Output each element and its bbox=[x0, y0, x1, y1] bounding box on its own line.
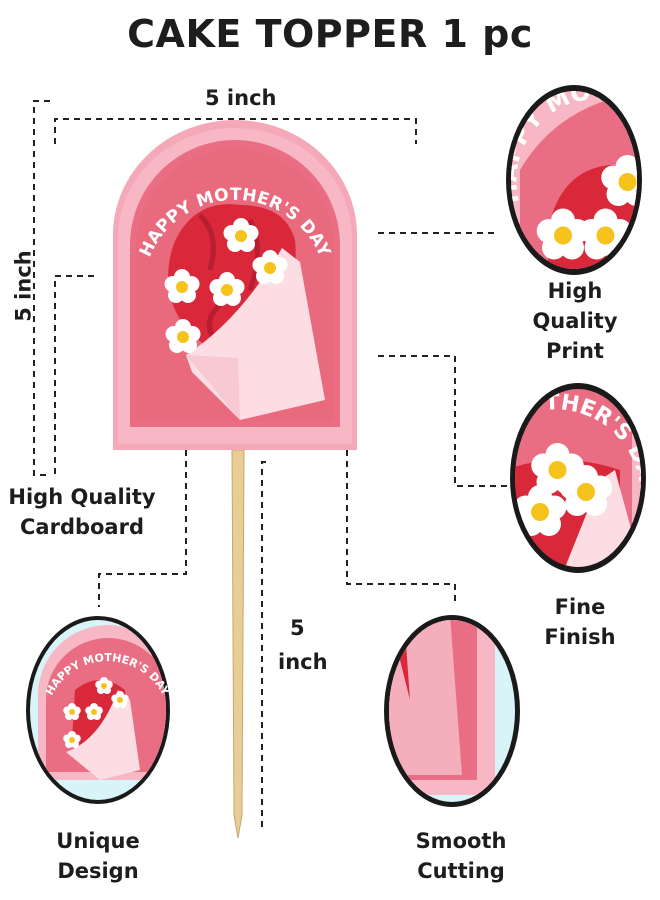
feature-cutting-label: Smooth Cutting bbox=[415, 829, 507, 883]
zoom-design bbox=[26, 616, 170, 804]
page-title: CAKE TOPPER 1 pc bbox=[127, 12, 533, 56]
topper-stick bbox=[231, 449, 245, 839]
stick-dimension-number: 5 bbox=[290, 616, 305, 640]
height-dimension-label: 5 inch bbox=[11, 250, 36, 322]
dimension-lines bbox=[33, 100, 511, 827]
topper-main bbox=[113, 120, 357, 450]
feature-print-label: High Quality Print bbox=[532, 279, 618, 363]
feature-finish-label: Fine Finish bbox=[544, 595, 616, 649]
zoom-cutting bbox=[384, 615, 520, 807]
width-dimension-label: 5 inch bbox=[205, 86, 277, 110]
zoom-print bbox=[506, 85, 642, 275]
stick-dimension-unit: inch bbox=[278, 650, 328, 674]
feature-cardboard-label: High Quality Cardboard bbox=[8, 485, 156, 539]
feature-design-label: Unique Design bbox=[56, 829, 140, 883]
zoom-finish bbox=[510, 383, 646, 573]
